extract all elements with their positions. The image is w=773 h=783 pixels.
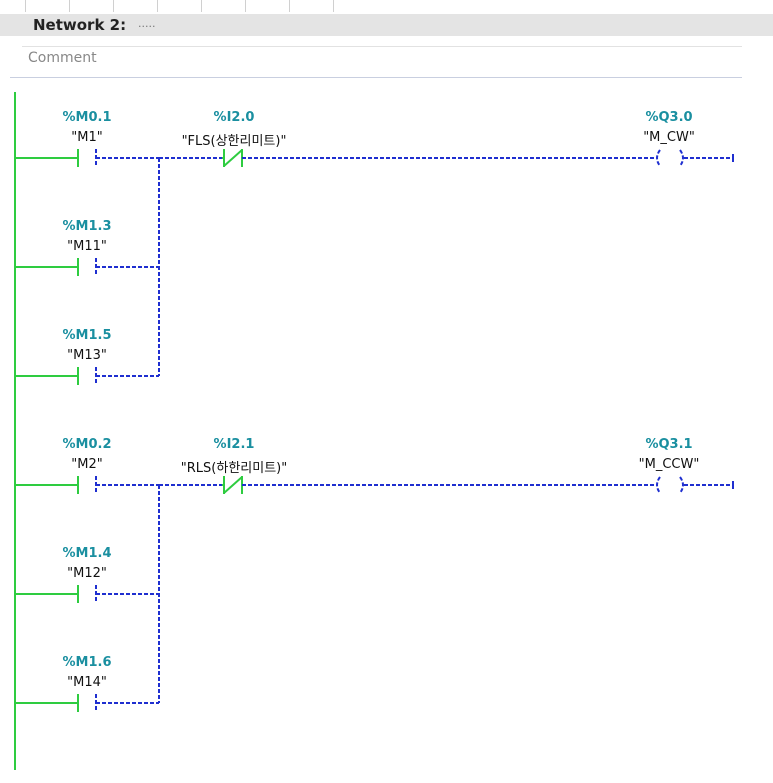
coil-right-arc (679, 149, 684, 167)
tab-strip-segment (69, 0, 114, 12)
contact-address: %M1.3 (62, 219, 112, 234)
tab-strip-segment (25, 0, 70, 12)
coil-left-arc (656, 149, 661, 167)
network-header[interactable]: Network 2: ..... (0, 14, 773, 36)
coil-tag: "M_CW" (643, 130, 695, 145)
coil-left-arc (656, 476, 661, 494)
contact-tag: "M2" (71, 457, 103, 472)
comment-placeholder: Comment (28, 50, 97, 66)
contact-address: %M1.4 (62, 546, 112, 561)
contact-address: %M1.5 (62, 328, 112, 343)
contact-address: %M0.1 (62, 110, 112, 125)
nc-contact-address: %I2.0 (213, 110, 255, 125)
coil-address: %Q3.1 (645, 437, 693, 452)
network-title-placeholder[interactable]: ..... (138, 17, 156, 30)
coil-right-arc (679, 476, 684, 494)
network-title: Network 2: (33, 16, 127, 34)
nc-contact-slash (223, 149, 243, 167)
nc-contact-tag: "RLS(하한리미트)" (180, 461, 288, 476)
contact-tag: "M1" (71, 130, 103, 145)
tab-strip-segment (0, 0, 26, 12)
tab-strip-segment (113, 0, 158, 12)
contact-address: %M0.2 (62, 437, 112, 452)
tab-strip-segment (245, 0, 290, 12)
comment-separator (10, 77, 742, 78)
contact-tag: "M14" (67, 675, 107, 690)
tab-strip-segment (157, 0, 202, 12)
nc-contact-address: %I2.1 (213, 437, 255, 452)
contact-tag: "M11" (67, 239, 107, 254)
coil-address: %Q3.0 (645, 110, 693, 125)
tab-strip-segment (289, 0, 334, 12)
tab-strip (0, 0, 773, 14)
contact-address: %M1.6 (62, 655, 112, 670)
contact-tag: "M12" (67, 566, 107, 581)
contact-tag: "M13" (67, 348, 107, 363)
network-comment-box[interactable]: Comment (22, 46, 742, 71)
coil-tag: "M_CCW" (638, 457, 700, 472)
nc-contact-tag: "FLS(상한리미트)" (181, 134, 287, 149)
nc-contact-slash (223, 476, 243, 494)
tab-strip-segment (201, 0, 246, 12)
